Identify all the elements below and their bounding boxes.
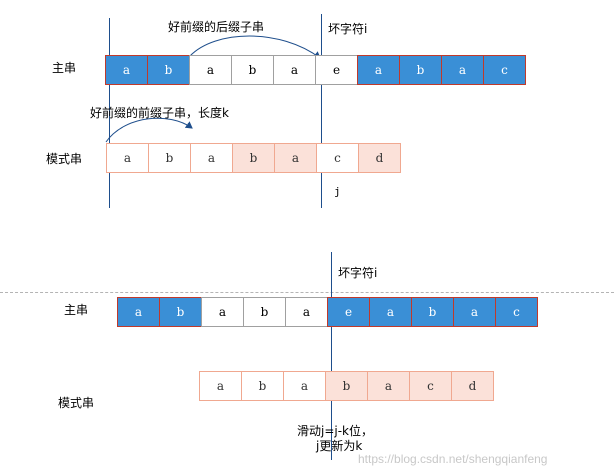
bottom-pattern-cell: b [325,371,368,401]
top-main-cell: c [483,55,526,85]
section-divider [0,292,614,293]
top-pattern-cell: a [190,143,233,173]
top-main-cell: a [273,55,316,85]
top-pattern-cell: b [148,143,191,173]
bottom-pattern-cell: a [367,371,410,401]
slide-label-line2: j更新为k [316,439,363,453]
j-label: j [334,185,341,198]
top-pattern-cell: d [358,143,401,173]
top-pattern-cell: a [274,143,317,173]
bottom-bad-char-label: 坏字符i [338,266,378,280]
bottom-bad-char-line [331,252,332,460]
top-pattern-label: 模式串 [46,152,83,166]
bottom-pattern-label: 模式串 [58,396,95,410]
good-prefix-label: 好前缀的前缀子串，长度k [90,106,229,120]
top-left-alignment-line [109,18,110,208]
bottom-pattern-cell: a [283,371,326,401]
top-pattern-cell: c [316,143,359,173]
bottom-main-cell: b [411,297,454,327]
bottom-pattern-cell: d [451,371,494,401]
bottom-pattern-cell: a [199,371,242,401]
top-bad-char-line [321,14,322,208]
bottom-main-cell: a [453,297,496,327]
top-main-cell: a [189,55,232,85]
good-prefix-arrow [105,117,193,143]
bottom-main-cell: b [243,297,286,327]
top-main-cell: b [147,55,190,85]
top-pattern-cell: a [106,143,149,173]
bottom-main-cell: b [159,297,202,327]
bottom-main-label: 主串 [64,303,89,317]
top-bad-char-label: 坏字符i [328,22,368,36]
top-main-cell: a [105,55,148,85]
bottom-main-cell: a [369,297,412,327]
top-main-cell: b [399,55,442,85]
bottom-main-cell: a [285,297,328,327]
bottom-main-cell: a [201,297,244,327]
slide-label-line1: 滑动j=j-k位， [297,424,374,438]
bottom-pattern-cell: c [409,371,452,401]
top-main-label: 主串 [52,61,77,75]
bottom-pattern-cell: b [241,371,284,401]
top-main-cell: b [231,55,274,85]
good-suffix-arrow [189,35,321,59]
top-main-cell: a [357,55,400,85]
top-main-cell: a [441,55,484,85]
top-pattern-cell: b [232,143,275,173]
bottom-main-cell: c [495,297,538,327]
bottom-main-cell: e [327,297,370,327]
good-suffix-label: 好前缀的后缀子串 [168,20,265,34]
top-main-cell: e [315,55,358,85]
bottom-main-cell: a [117,297,160,327]
watermark: https://blog.csdn.net/shengqianfeng [358,452,548,466]
